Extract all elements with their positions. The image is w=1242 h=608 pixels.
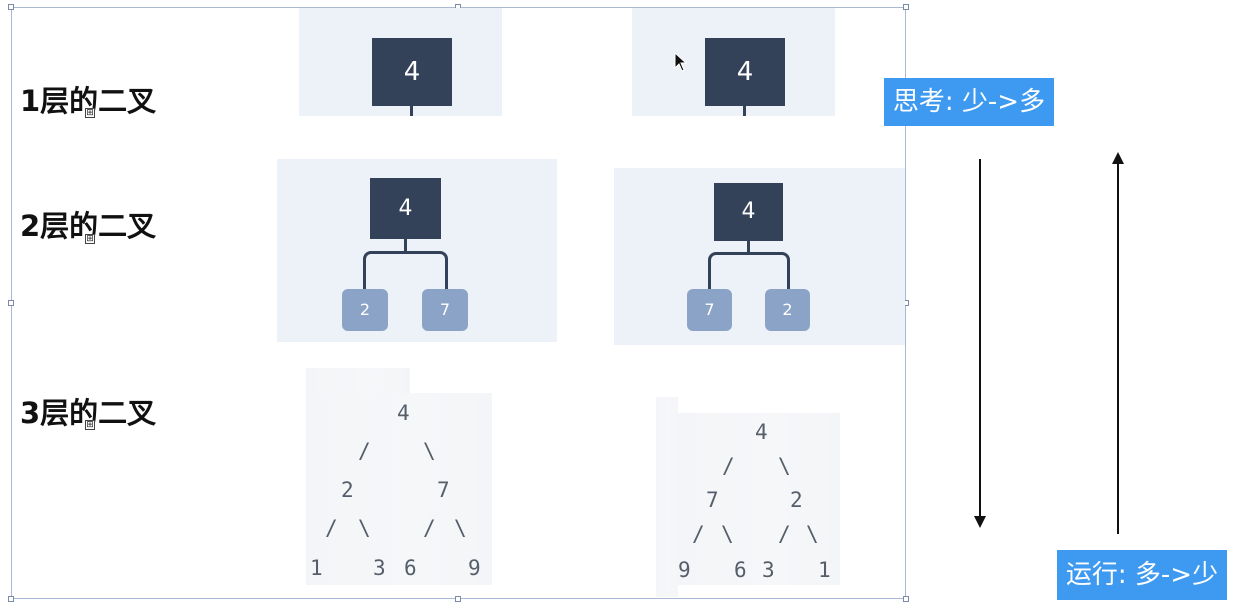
- tree-branch: \: [721, 522, 734, 546]
- tree-branch: \: [358, 516, 371, 540]
- row2-left-child-right: 7: [422, 289, 468, 331]
- up-arrow-head-icon: [1112, 152, 1124, 164]
- tree-branch: /: [325, 516, 338, 540]
- row1-left-root-node: 4: [372, 38, 452, 106]
- up-arrow-line: [1117, 162, 1119, 534]
- row2-right-child-left: 7: [687, 289, 732, 331]
- tree-leaf: 9: [468, 556, 481, 580]
- anchor-icon-3[interactable]: ⊞: [85, 420, 95, 430]
- resize-handle-bottom-middle[interactable]: [455, 596, 461, 602]
- anchor-icon-1[interactable]: ⊞: [85, 108, 95, 118]
- tree-branch: /: [358, 439, 371, 463]
- tree-branch: \: [423, 439, 436, 463]
- tree-branch: \: [454, 516, 467, 540]
- resize-handle-middle-left[interactable]: [8, 300, 14, 306]
- resize-handle-top-right[interactable]: [903, 4, 909, 10]
- mouse-cursor-icon: [674, 52, 688, 72]
- tree-root: 4: [397, 401, 410, 425]
- tree-node: 2: [341, 478, 354, 502]
- tree-node: 2: [790, 488, 803, 512]
- row2-left-connector: [363, 251, 448, 291]
- resize-handle-top-left[interactable]: [8, 4, 14, 10]
- tree-root: 4: [755, 420, 768, 444]
- row3-right-tree-background: [656, 397, 678, 597]
- tree-branch: /: [778, 522, 791, 546]
- tree-branch: \: [778, 454, 791, 478]
- think-badge: 思考: 少->多: [884, 78, 1054, 126]
- row2-right-child-right: 2: [765, 289, 810, 331]
- tree-node: 7: [437, 478, 450, 502]
- row3-right-tree-background-body: [678, 413, 840, 585]
- tree-leaf: 9: [678, 558, 691, 582]
- tree-branch: /: [423, 516, 436, 540]
- tree-leaf: 3: [373, 556, 386, 580]
- resize-handle-bottom-left[interactable]: [8, 596, 14, 602]
- row3-left-tree-background: [306, 368, 410, 396]
- tree-branch: /: [692, 522, 705, 546]
- down-arrow-head-icon: [974, 516, 986, 528]
- row2-right-root-node: 4: [714, 183, 783, 241]
- down-arrow-line: [979, 159, 981, 519]
- tree-leaf: 1: [818, 558, 831, 582]
- row3-left-tree-background-body: [306, 393, 492, 585]
- row1-right-stem: [743, 106, 746, 116]
- row1-left-stem: [410, 106, 413, 116]
- row2-left-root-node: 4: [370, 178, 441, 239]
- tree-branch: \: [806, 522, 819, 546]
- tree-node: 7: [706, 488, 719, 512]
- tree-leaf: 3: [762, 558, 775, 582]
- tree-leaf: 1: [310, 556, 323, 580]
- resize-handle-bottom-right[interactable]: [903, 596, 909, 602]
- row2-left-child-left: 2: [342, 289, 388, 331]
- run-badge: 运行: 多->少: [1057, 550, 1227, 600]
- tree-branch: /: [722, 454, 735, 478]
- row2-right-connector: [708, 252, 790, 291]
- row2-left-stem: [404, 239, 407, 252]
- tree-leaf: 6: [734, 558, 747, 582]
- anchor-icon-2[interactable]: ⊞: [85, 234, 95, 244]
- row2-right-stem: [747, 241, 750, 253]
- tree-leaf: 6: [404, 556, 417, 580]
- row1-right-root-node: 4: [705, 38, 785, 106]
